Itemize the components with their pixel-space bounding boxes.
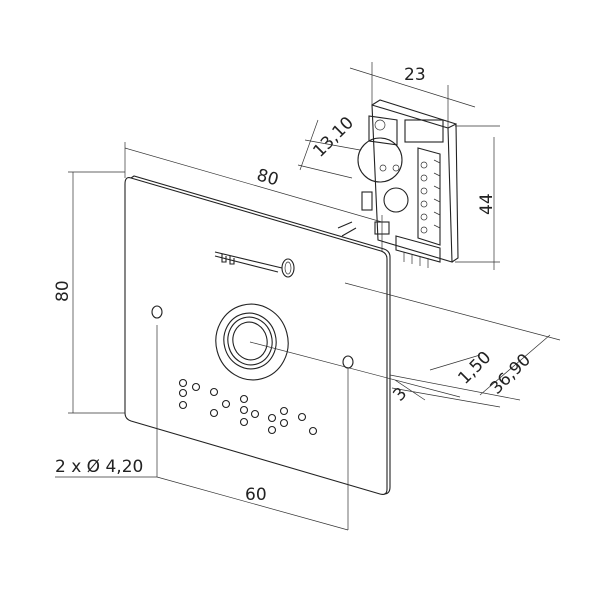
mounting-hole-left (151, 305, 163, 319)
dim-module-width: 23 (404, 65, 426, 85)
front-plate (124, 175, 391, 495)
dim-total-depth: 36,90 (486, 350, 535, 399)
dimension-lines (55, 62, 561, 531)
push-button[interactable] (207, 296, 296, 388)
dim-plate-height: 80 (53, 280, 73, 302)
dim-module-offset: 13,10 (309, 113, 358, 162)
dim-hole-spacing: 60 (245, 485, 267, 505)
dim-holes: 2 x Ø 4,20 (55, 457, 143, 477)
terminal-block (417, 147, 441, 246)
dim-gap: 3 (389, 384, 411, 406)
braille-dots (178, 378, 318, 436)
buzzer (357, 137, 403, 183)
mounting-hole-right (342, 355, 354, 369)
key-icon (214, 251, 295, 278)
dim-module-height: 44 (477, 193, 497, 215)
electronics-module (337, 99, 459, 268)
potentiometer-icon (374, 119, 386, 131)
